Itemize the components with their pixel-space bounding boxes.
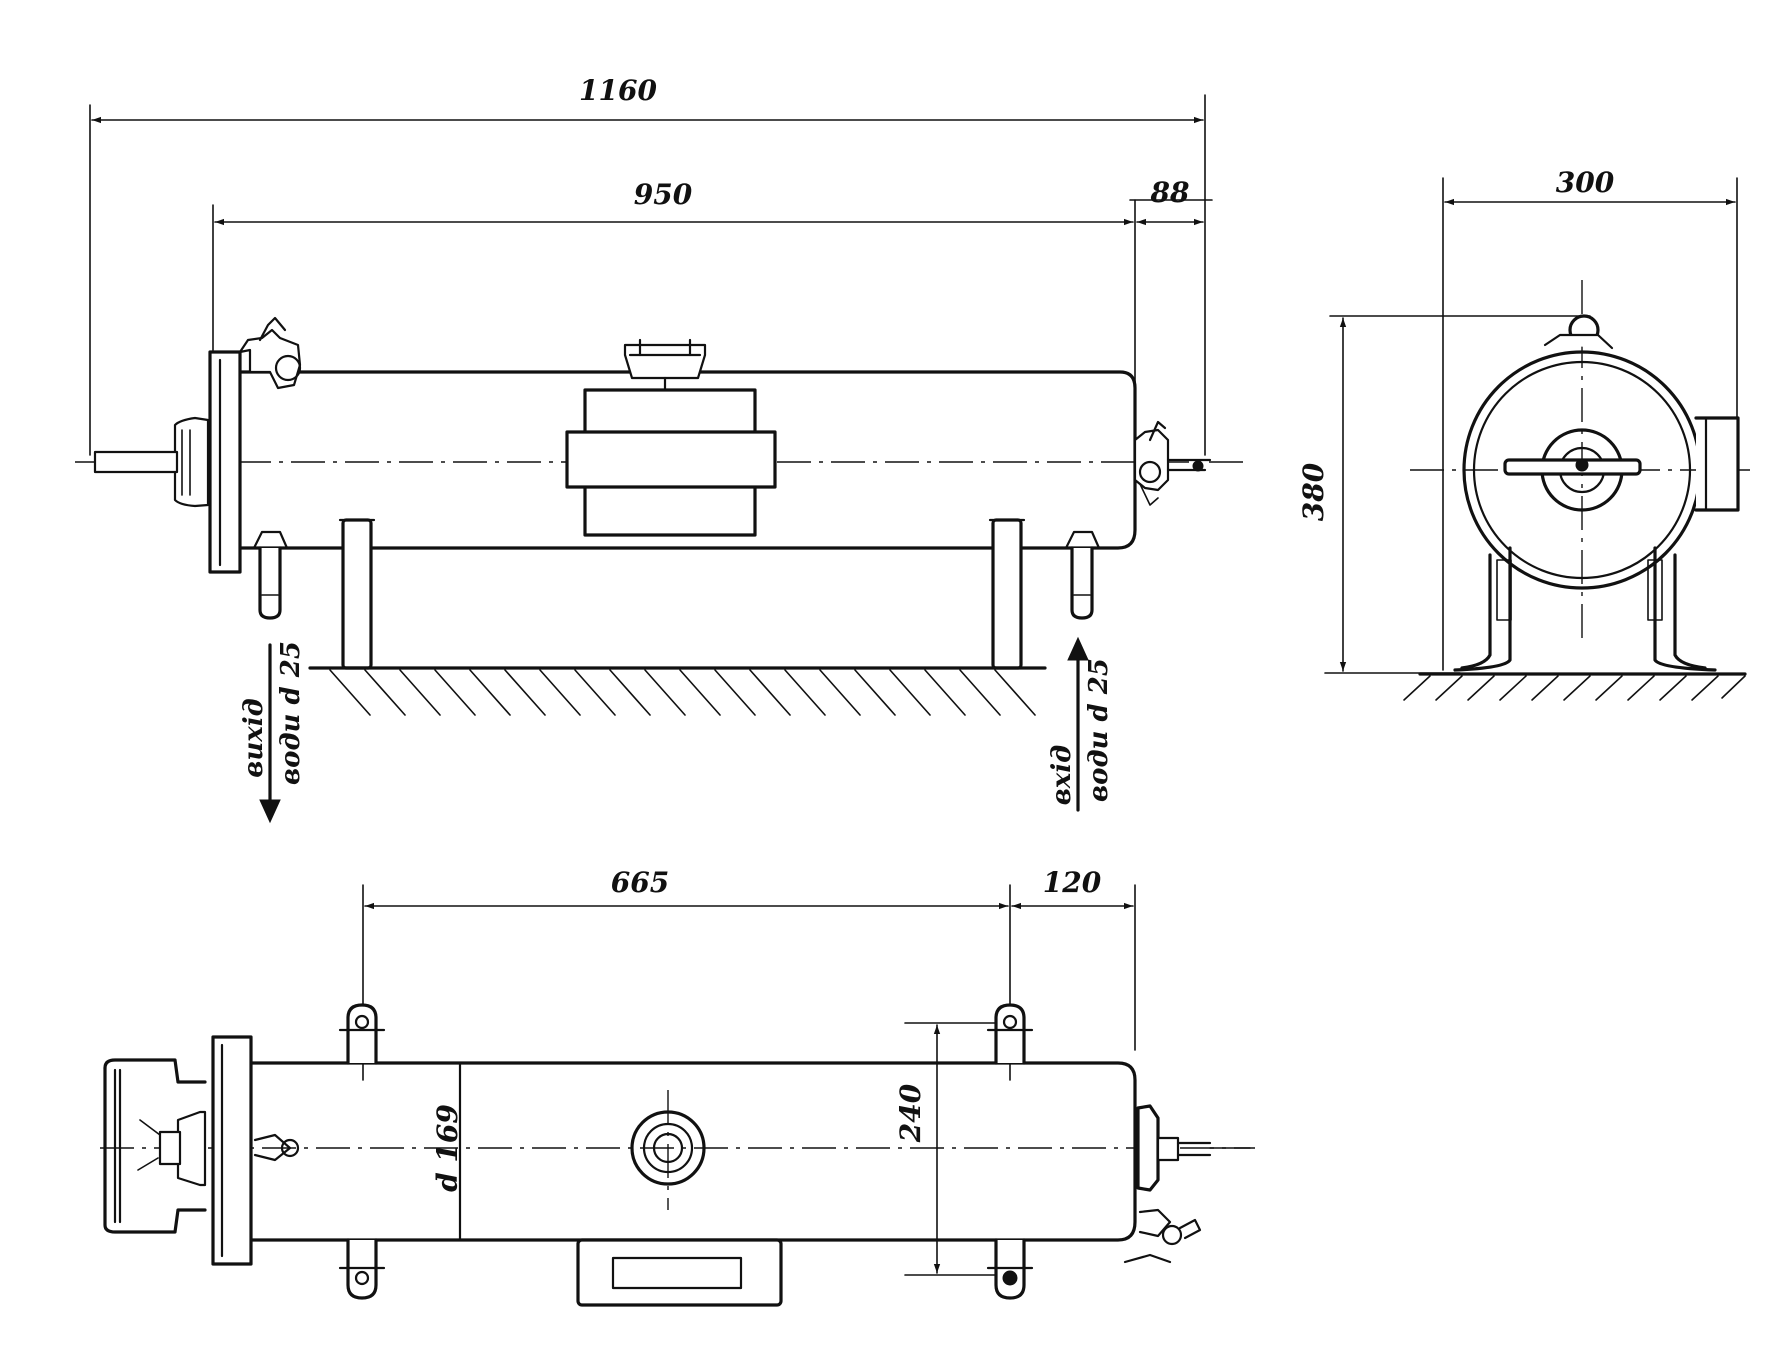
outlet-label-line2: води d 25 xyxy=(276,641,306,785)
right-support xyxy=(991,518,1023,670)
front-view xyxy=(75,94,1250,824)
plan-support-top-right xyxy=(986,1003,1034,1065)
left-support xyxy=(341,518,373,670)
plan-center-port xyxy=(630,1110,706,1186)
outlet-nozzle xyxy=(258,546,282,620)
dim-support-end-offset: 120 xyxy=(1043,866,1102,899)
plan-view xyxy=(100,884,1255,1307)
inlet-nozzle xyxy=(1070,546,1094,620)
dim-side-width: 300 xyxy=(1556,166,1615,199)
plan-support-bottom-right xyxy=(986,1238,1034,1300)
side-leg-right xyxy=(1653,546,1717,672)
plan-tank-body xyxy=(248,1061,1137,1242)
inlet-label-line2: води d 25 xyxy=(1084,658,1114,802)
dim-support-spacing: 665 xyxy=(611,866,669,899)
dim-end-offset: 88 xyxy=(1150,176,1190,209)
dim-body-diameter: d 169 xyxy=(431,1104,464,1192)
dim-support-width: 240 xyxy=(894,1083,927,1143)
inlet-label-line1: вхід xyxy=(1047,745,1077,806)
dim-body-length: 950 xyxy=(634,178,693,211)
side-leg-left xyxy=(1453,546,1512,672)
left-flange xyxy=(208,350,242,574)
outlet-label-line1: вихід xyxy=(239,698,269,777)
top-hatch xyxy=(623,343,707,380)
side-view xyxy=(1324,177,1750,701)
plan-support-bottom-left xyxy=(338,1238,386,1300)
plan-heater-box xyxy=(576,1238,783,1307)
plan-support-top-left xyxy=(338,1003,386,1065)
dim-side-height: 380 xyxy=(1297,462,1330,521)
dim-overall-length: 1160 xyxy=(579,74,657,107)
